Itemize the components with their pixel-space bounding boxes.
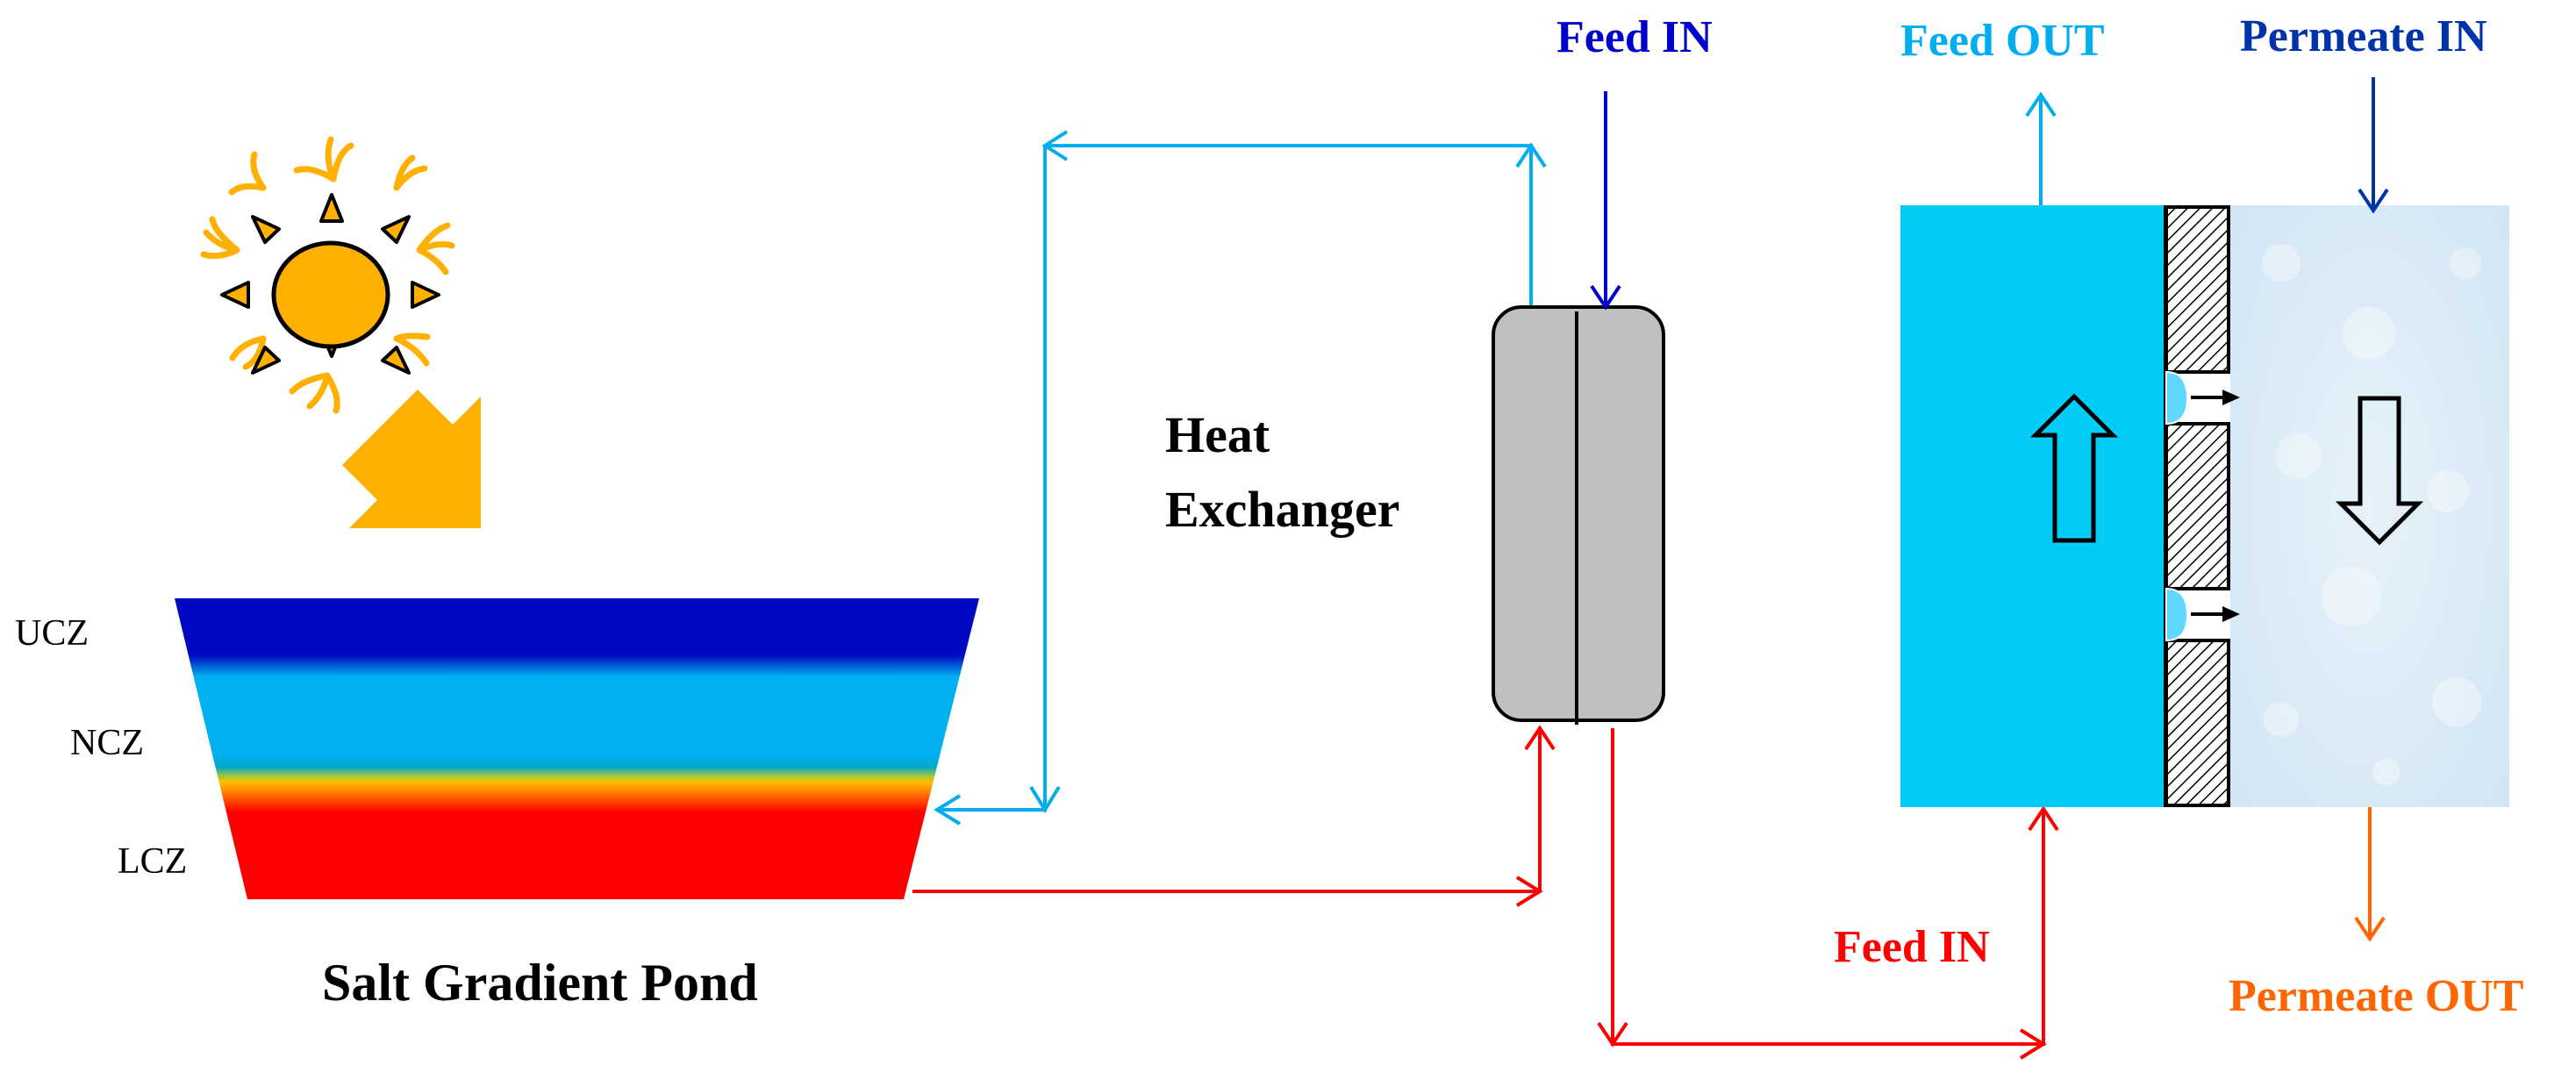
permeate-in-arrowhead xyxy=(2358,188,2389,214)
membrane-segment xyxy=(2165,205,2230,374)
permeate-out-arrowhead xyxy=(2354,916,2386,942)
membrane-segment xyxy=(2165,639,2230,807)
permeate-flow-down-icon xyxy=(2335,396,2424,546)
ucz-label: UCZ xyxy=(15,613,89,654)
vapor-bubble xyxy=(2165,370,2189,426)
membrane-segment xyxy=(2165,422,2230,590)
vapor-bubble xyxy=(2165,587,2189,642)
ncz-label: NCZ xyxy=(70,723,144,763)
salt-gradient-pond xyxy=(175,598,979,899)
heat-exchanger-label-line1: Heat xyxy=(1165,406,1270,463)
feed-out-arrowhead xyxy=(2025,91,2057,118)
feed-in-top-arrowhead xyxy=(1590,284,1621,311)
cold-loop-arrowheads xyxy=(934,130,1547,826)
hot-loop-arrowheads xyxy=(1515,725,2059,1060)
feed-channel xyxy=(1900,205,2164,807)
heat-exchanger-label-line2: Exchanger xyxy=(1165,481,1399,538)
feed-in-top-label: Feed IN xyxy=(1556,12,1713,62)
permeate-texture xyxy=(2262,244,2481,786)
feed-out-label: Feed OUT xyxy=(1900,16,2105,66)
feed-permeate-gap xyxy=(2164,205,2167,807)
feed-in-bottom-label: Feed IN xyxy=(1834,922,1990,972)
permeate-channel xyxy=(2230,205,2509,807)
sun-disc xyxy=(271,240,390,349)
sun-rays xyxy=(200,136,455,414)
cold-return-loop xyxy=(937,144,1533,812)
sunlight-arrow-icon xyxy=(342,390,481,528)
permeate-in-label: Permeate IN xyxy=(2240,11,2487,61)
vapor-flux-arrows xyxy=(2191,390,2240,622)
feed-flow-up-icon xyxy=(2029,393,2119,543)
pond-caption: Salt Gradient Pond xyxy=(322,954,758,1012)
membrane xyxy=(2165,205,2230,807)
hot-supply-loop xyxy=(912,728,2045,1046)
permeate-out-label: Permeate OUT xyxy=(2229,971,2523,1021)
lcz-label: LCZ xyxy=(118,841,187,882)
sun-icon xyxy=(200,136,455,414)
